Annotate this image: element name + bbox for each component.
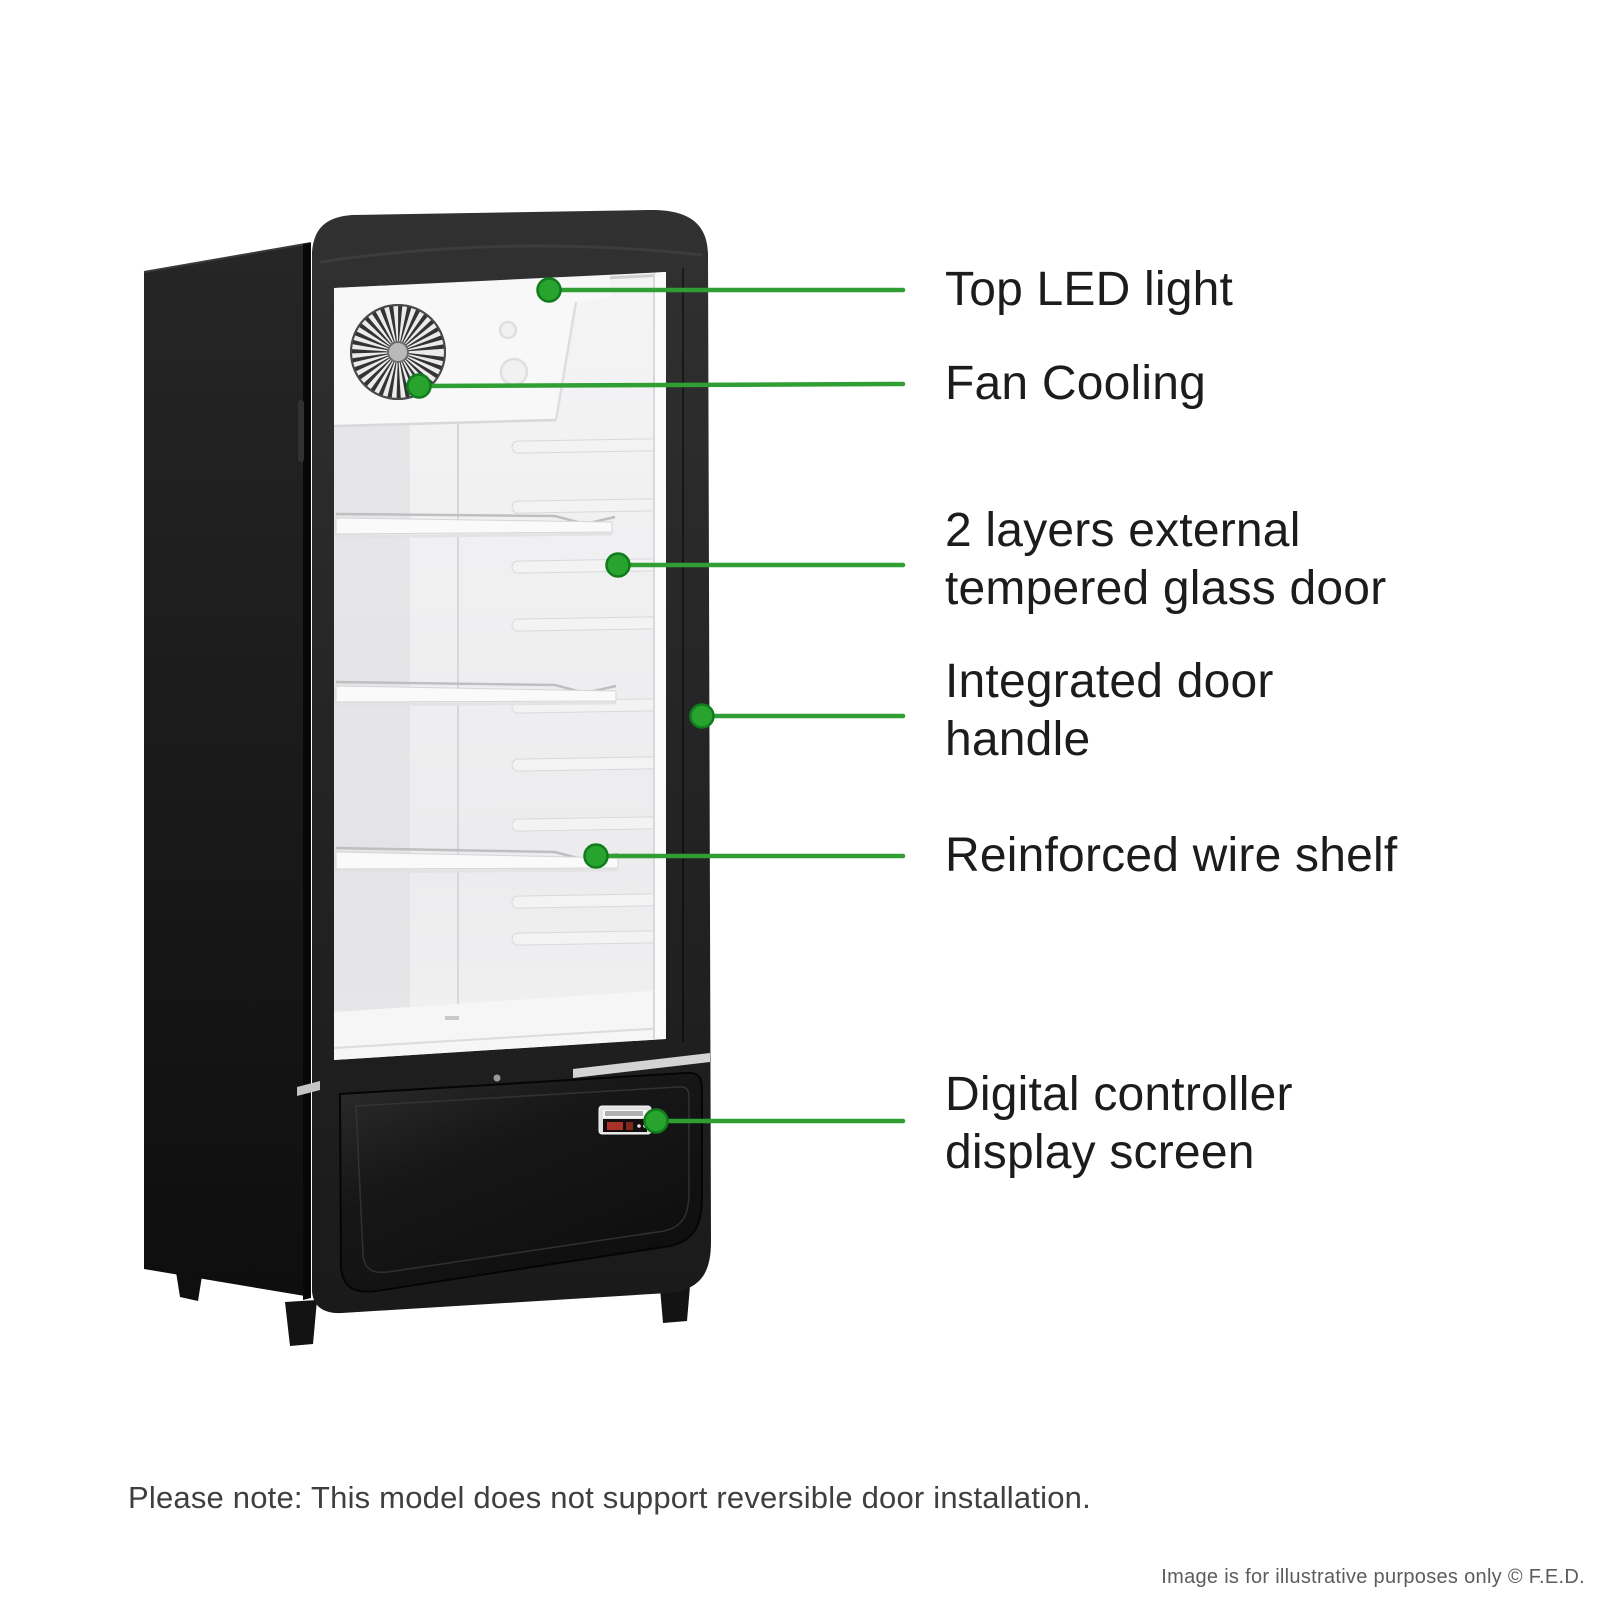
door-bottom-chrome-strip bbox=[573, 1053, 710, 1078]
bottom-panel bbox=[297, 1053, 710, 1293]
digital-controller-display bbox=[598, 1105, 652, 1135]
callout-label-line: Reinforced wire shelf bbox=[945, 829, 1398, 882]
callout-label-line: Fan Cooling bbox=[945, 357, 1207, 410]
callout-dot-fan-cooling bbox=[406, 373, 432, 399]
callout-dot-digital-controller bbox=[643, 1108, 669, 1134]
callout-label-line: Top LED light bbox=[945, 263, 1234, 316]
fridge-interior bbox=[334, 268, 684, 1060]
callout-label-reinforced-wire-shelf: Reinforced wire shelf bbox=[945, 827, 1397, 885]
callout-label-tempered-glass-door: 2 layers external tempered glass door bbox=[945, 502, 1386, 618]
callout-label-line: Digital controller bbox=[945, 1068, 1293, 1121]
callout-label-line: Integrated door bbox=[945, 655, 1274, 708]
callout-dot-tempered-glass-door bbox=[605, 552, 631, 578]
callout-label-top-led-light: Top LED light bbox=[945, 261, 1233, 319]
side-panel bbox=[143, 242, 312, 1300]
callout-dots bbox=[406, 277, 715, 1134]
callout-label-line: handle bbox=[945, 713, 1091, 766]
credit-text: Image is for illustrative purposes only … bbox=[1161, 1566, 1585, 1588]
hinge-slot bbox=[298, 400, 304, 462]
hinge-chrome-strip bbox=[297, 1081, 320, 1096]
callout-label-digital-controller: Digital controller display screen bbox=[945, 1066, 1293, 1182]
callout-label-integrated-door-handle: Integrated door handle bbox=[945, 653, 1274, 769]
wire-shelf-2 bbox=[335, 680, 617, 707]
callout-connectors bbox=[416, 287, 906, 1124]
callout-dot-integrated-door-handle bbox=[689, 703, 715, 729]
callout-label-line: 2 layers external bbox=[945, 504, 1301, 557]
callout-label-line: tempered glass door bbox=[945, 562, 1387, 615]
fridge-feet bbox=[176, 1272, 690, 1346]
callout-label-line: display screen bbox=[945, 1126, 1255, 1179]
callout-dot-top-led-light bbox=[536, 277, 562, 303]
callout-dot-reinforced-wire-shelf bbox=[583, 843, 609, 869]
note-text: Please note: This model does not support… bbox=[128, 1480, 1091, 1515]
wire-shelf-1 bbox=[335, 512, 616, 539]
callout-label-fan-cooling: Fan Cooling bbox=[945, 355, 1206, 413]
callout-line-fan-cooling bbox=[416, 381, 906, 389]
door-shelf-rails bbox=[511, 438, 659, 946]
